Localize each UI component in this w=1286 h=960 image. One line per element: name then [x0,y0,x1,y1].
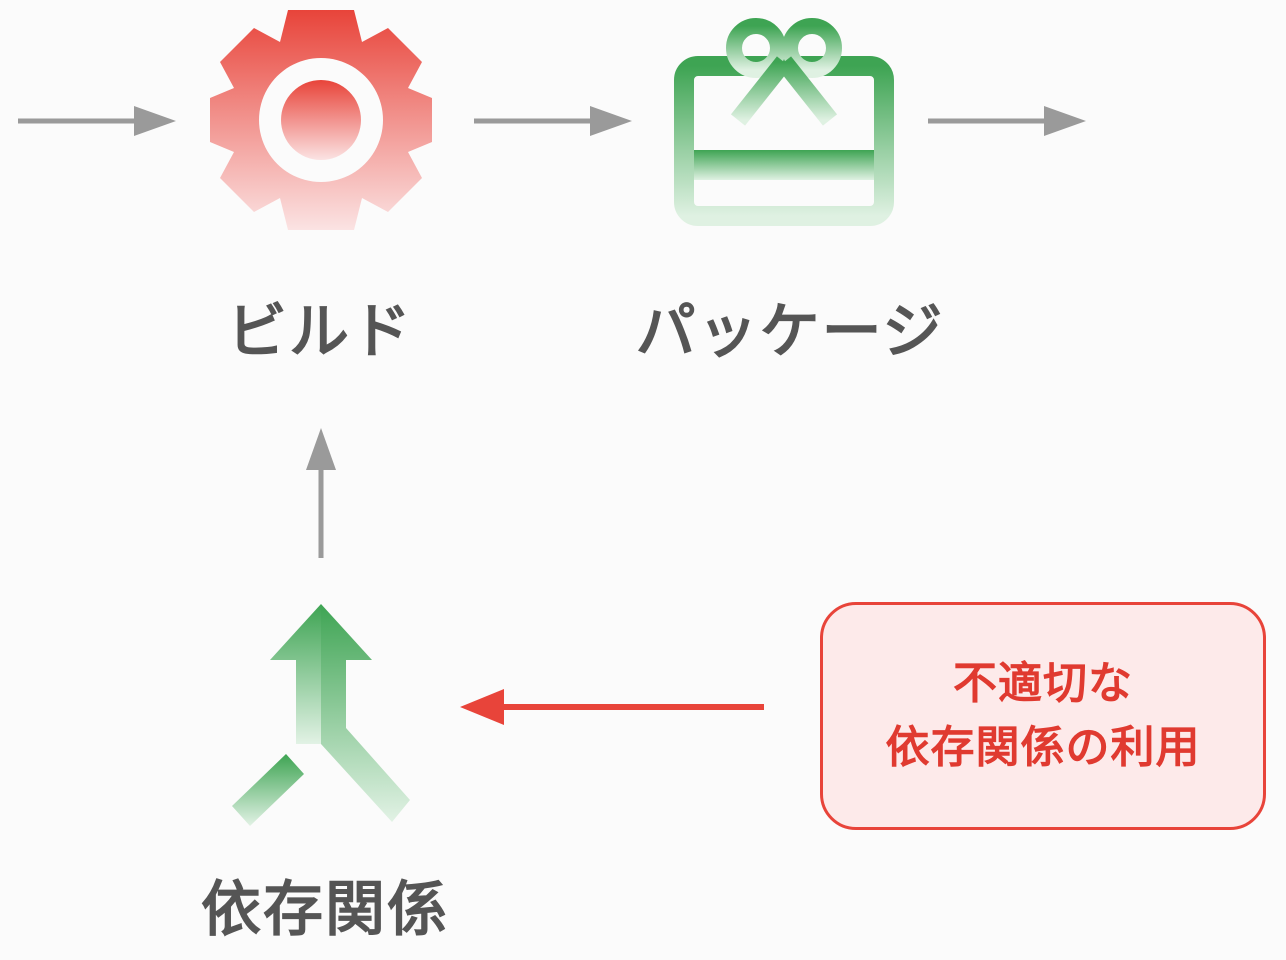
merge-arrow-icon [232,604,410,826]
callout-line-2: 依存関係の利用 [885,722,1201,773]
dependency-label: 依存関係 [201,875,449,945]
package-label: パッケージ [635,297,945,367]
flow-arrow-out [928,106,1086,136]
warning-callout: 不適切な 依存関係の利用 [820,602,1266,830]
warning-arrow [460,689,764,725]
gift-box-icon [674,18,894,226]
build-label: ビルド [227,297,413,367]
callout-line-1: 不適切な [953,658,1133,709]
gear-icon [210,10,432,230]
flow-arrow-build-to-package [474,106,632,136]
flow-arrow-in [18,106,176,136]
flow-arrow-deps-to-build [306,428,336,558]
